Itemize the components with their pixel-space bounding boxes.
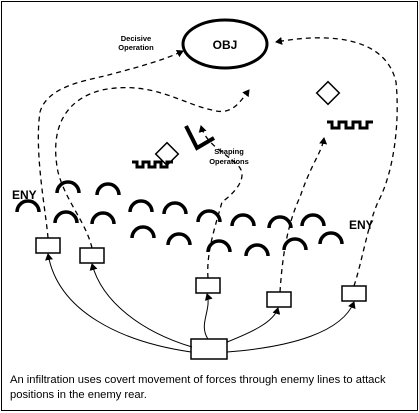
unit-box bbox=[195, 277, 221, 294]
enemy-arc bbox=[300, 213, 326, 227]
zigzag-symbol-center bbox=[132, 160, 173, 169]
route-far-right bbox=[275, 37, 398, 287]
unit-boxes bbox=[35, 237, 367, 360]
unit-box-main bbox=[190, 338, 228, 360]
shaping-symbols bbox=[132, 80, 373, 169]
diagram-caption: An infiltration uses covert movement of … bbox=[10, 374, 386, 401]
enemy-arc bbox=[162, 201, 188, 215]
enemy-label-right: ENY bbox=[349, 218, 374, 232]
objective-label: OBJ bbox=[213, 38, 238, 52]
enemy-label-left: ENY bbox=[12, 188, 37, 202]
unit-box bbox=[341, 285, 367, 302]
unit-box bbox=[79, 247, 105, 264]
deploy-arrow bbox=[45, 253, 192, 353]
shaping-operations-label-line1: Shaping bbox=[214, 147, 244, 156]
enemy-arc bbox=[90, 211, 116, 225]
deploy-arrow bbox=[203, 293, 213, 340]
diagram-canvas: OBJ Decisive Operation Shaping Operation… bbox=[12, 18, 398, 360]
enemy-arc bbox=[128, 199, 154, 213]
diamond-symbol-right bbox=[315, 80, 341, 106]
enemy-arc bbox=[130, 225, 156, 239]
decisive-operation-label-line1: Decisive bbox=[121, 34, 151, 43]
enemy-arc bbox=[196, 209, 222, 223]
infiltration-routes bbox=[37, 37, 398, 293]
deploy-arrow bbox=[89, 263, 193, 348]
deployment-arrows bbox=[45, 253, 356, 353]
enemy-arc bbox=[318, 231, 344, 245]
shaping-operations-label-line2: Operations bbox=[209, 157, 249, 166]
zigzag-symbol-right bbox=[327, 120, 373, 130]
enemy-positions bbox=[15, 180, 344, 257]
enemy-arc bbox=[53, 210, 79, 224]
enemy-arc bbox=[206, 239, 232, 253]
enemy-arc bbox=[15, 199, 41, 213]
route-shaping bbox=[198, 125, 243, 279]
enemy-arc bbox=[55, 180, 81, 194]
route-right bbox=[279, 137, 328, 293]
deploy-arrow bbox=[226, 307, 281, 343]
decisive-operation-label-line2: Operation bbox=[118, 43, 154, 52]
enemy-arc bbox=[267, 215, 293, 229]
unit-box bbox=[35, 237, 61, 254]
chevron-symbol bbox=[184, 125, 216, 151]
route-large-loop bbox=[55, 86, 250, 249]
enemy-arc bbox=[95, 182, 121, 196]
deploy-arrow bbox=[226, 301, 356, 353]
objective-ellipse bbox=[181, 18, 269, 70]
enemy-arc bbox=[166, 232, 192, 246]
enemy-arc bbox=[244, 243, 270, 257]
enemy-arc bbox=[282, 237, 308, 251]
enemy-arc bbox=[230, 213, 256, 227]
route-decisive bbox=[37, 49, 184, 239]
diamond-symbol-center bbox=[154, 141, 180, 167]
unit-box bbox=[266, 291, 292, 308]
